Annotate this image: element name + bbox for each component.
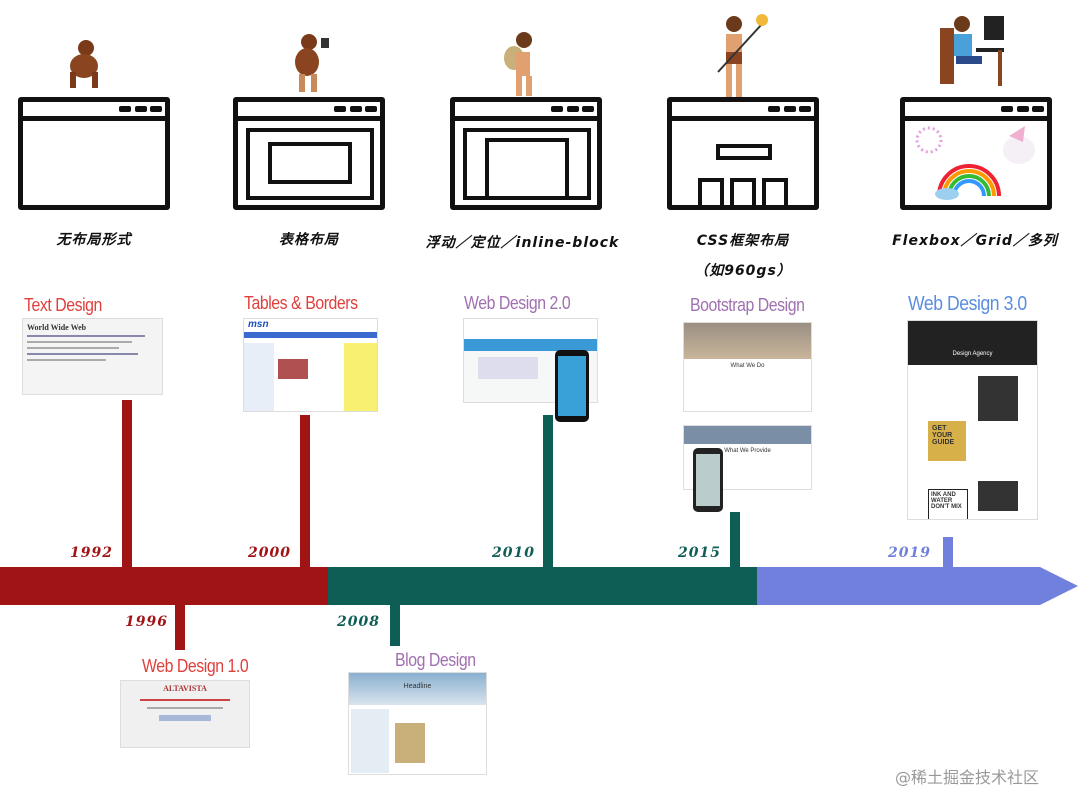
- hunter-figure-icon: [717, 14, 768, 98]
- tables-design-screenshot: msn: [243, 318, 378, 412]
- year-1996: 1996: [125, 614, 168, 630]
- computer-user-figure-icon: [940, 16, 1004, 86]
- year-2015: 2015: [678, 545, 721, 561]
- blog-design-screenshot: Headline: [348, 672, 487, 775]
- timeline-segment-green: [328, 567, 757, 605]
- timeline-segment-blue: [757, 567, 1040, 605]
- design-label-web3: Web Design 3.0: [908, 293, 1027, 315]
- flexbox-layout-window-icon: [900, 97, 1052, 210]
- design-label-web2: Web Design 2.0: [464, 293, 571, 313]
- caveman-figure-icon: [504, 32, 532, 96]
- year-2000: 2000: [248, 545, 291, 561]
- year-2008: 2008: [337, 614, 380, 630]
- year-2019: 2019: [888, 545, 931, 561]
- text-design-screenshot: World Wide Web: [22, 318, 163, 395]
- bootstrap-design-screenshot-2: What We Provide: [683, 425, 812, 490]
- bootstrap-phone-screenshot: [693, 448, 723, 512]
- stem-2008: [390, 605, 400, 646]
- design-label-bootstrap: Bootstrap Design: [690, 295, 805, 315]
- layout-label: Flexbox／Grid／多列: [892, 233, 1058, 249]
- framework-layout-window-icon: [667, 97, 819, 210]
- early-human-figure-icon: [295, 34, 329, 92]
- design-label-blog: Blog Design: [395, 650, 476, 670]
- year-1992: 1992: [70, 545, 113, 561]
- web1-design-screenshot: ALTAVISTA: [120, 680, 250, 748]
- table-layout-window-icon: [233, 97, 385, 210]
- layout-label: 表格布局: [279, 232, 339, 248]
- layout-label: 无布局形式: [56, 232, 132, 248]
- web2-phone-screenshot: [555, 350, 589, 422]
- layout-label: 浮动／定位／inline-block: [425, 235, 620, 251]
- watermark: @稀土掘金技术社区: [895, 768, 1040, 787]
- layout-label: CSS框架布局: [696, 233, 790, 249]
- year-2010: 2010: [492, 545, 535, 561]
- bootstrap-design-screenshot: What We Do: [683, 322, 812, 412]
- timeline-arrow-head-icon: [1040, 567, 1078, 605]
- stem-1996: [175, 605, 185, 650]
- stem-1992: [122, 400, 132, 567]
- stem-2015: [730, 512, 740, 567]
- layout-sublabel: （如960gs）: [694, 263, 792, 279]
- design-label-tables: Tables & Borders: [244, 293, 358, 313]
- timeline-segment-red: [0, 567, 328, 605]
- float-layout-window-icon: [450, 97, 602, 210]
- stem-2010: [543, 415, 553, 567]
- ape-figure-icon: [70, 40, 98, 88]
- stem-2000: [300, 415, 310, 567]
- design-label-web1: Web Design 1.0: [142, 656, 249, 676]
- rainbow-unicorn-icon: [915, 126, 1035, 200]
- no-layout-window-icon: [18, 97, 170, 210]
- design-label-text: Text Design: [24, 295, 102, 315]
- stem-2019: [943, 537, 953, 567]
